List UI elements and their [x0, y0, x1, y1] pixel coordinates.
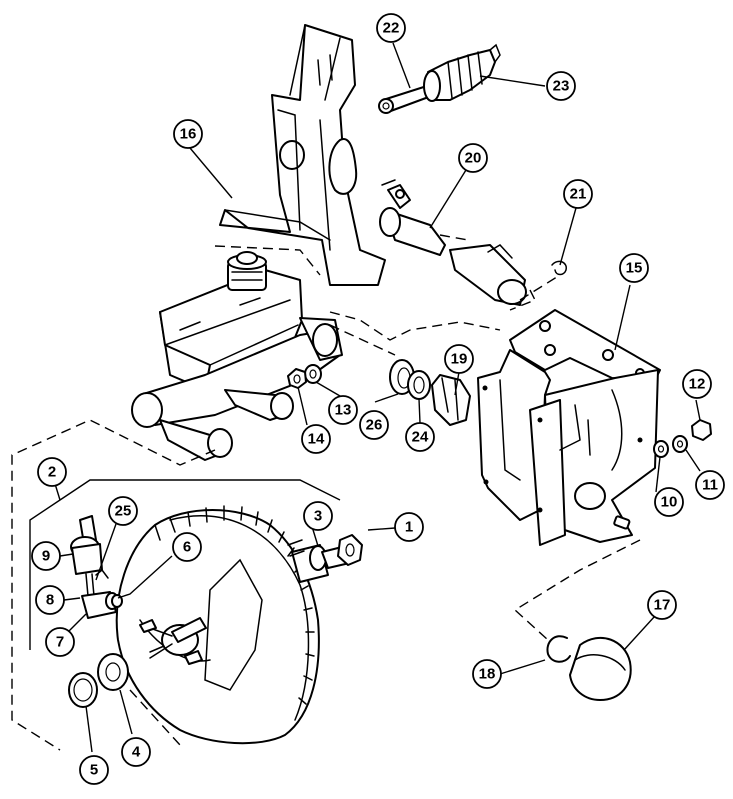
- svg-text:11: 11: [702, 477, 718, 494]
- callout-14: 14: [301, 424, 331, 454]
- callout-11: 11: [695, 470, 725, 500]
- cap-17: [569, 636, 632, 701]
- callout-15: 15: [619, 253, 649, 283]
- callout-2-bracket: [29, 479, 341, 650]
- svg-text:4: 4: [132, 744, 141, 761]
- adaptor-19: [431, 374, 471, 426]
- clip: [551, 260, 567, 276]
- svg-text:25: 25: [115, 503, 132, 520]
- callout-5: 5: [79, 755, 109, 785]
- callout-12: 12: [682, 369, 712, 399]
- pivot-sleeve: [379, 179, 527, 306]
- callout-21: 21: [563, 179, 593, 209]
- callout-10: 10: [654, 487, 684, 517]
- svg-text:14: 14: [308, 431, 325, 448]
- callout-1: 1: [394, 512, 424, 542]
- svg-text:6: 6: [183, 539, 191, 556]
- brake-servo: [115, 505, 355, 745]
- callout-16: 16: [173, 119, 203, 149]
- seal-5: [68, 672, 98, 708]
- rubber-boot: [423, 43, 501, 102]
- nut-12: [691, 419, 712, 441]
- washer-13: [304, 364, 322, 384]
- svg-text:26: 26: [366, 417, 383, 434]
- svg-text:16: 16: [180, 126, 197, 143]
- washer-10: [653, 440, 669, 458]
- callout-17: 17: [647, 590, 677, 620]
- nut-14: [287, 368, 307, 389]
- svg-text:12: 12: [689, 376, 706, 393]
- washer-4: [97, 653, 129, 691]
- svg-text:9: 9: [42, 548, 50, 565]
- callout-9: 9: [31, 541, 61, 571]
- svg-text:20: 20: [465, 150, 482, 167]
- svg-text:21: 21: [570, 186, 587, 203]
- washer-11: [672, 435, 688, 453]
- pushrod-clevis: [378, 84, 435, 114]
- callout-13: 13: [328, 395, 358, 425]
- callout-4: 4: [121, 737, 151, 767]
- svg-text:15: 15: [626, 260, 643, 277]
- nut-1: [337, 534, 363, 566]
- callout-7: 7: [45, 627, 75, 657]
- callout-24: 24: [405, 422, 435, 452]
- callout-23: 23: [546, 71, 576, 101]
- callout-20: 20: [458, 143, 488, 173]
- svg-text:7: 7: [56, 634, 64, 651]
- callout-26: 26: [359, 410, 389, 440]
- callout-3: 3: [303, 501, 333, 531]
- washer-24: [407, 370, 431, 400]
- circlip-18: [546, 635, 571, 663]
- svg-text:2: 2: [48, 464, 56, 481]
- callout-18: 18: [472, 659, 502, 689]
- callout-25: 25: [108, 496, 138, 526]
- svg-text:23: 23: [553, 78, 570, 95]
- callout-19: 19: [444, 344, 474, 374]
- svg-text:13: 13: [335, 402, 352, 419]
- svg-text:8: 8: [46, 592, 54, 609]
- svg-text:3: 3: [314, 508, 322, 525]
- leader-lines: [51, 42, 701, 753]
- pedal-bracket: [219, 24, 386, 286]
- svg-text:17: 17: [654, 597, 671, 614]
- svg-text:5: 5: [90, 762, 98, 779]
- svg-text:1: 1: [405, 519, 413, 536]
- callout-2: 2: [37, 457, 67, 487]
- callout-8: 8: [35, 585, 65, 615]
- svg-text:18: 18: [479, 666, 496, 683]
- alignment-lines: [11, 234, 641, 751]
- svg-text:19: 19: [451, 351, 468, 368]
- callout-6: 6: [172, 532, 202, 562]
- callout-22: 22: [376, 13, 406, 43]
- svg-text:10: 10: [661, 494, 678, 511]
- svg-text:22: 22: [383, 20, 400, 37]
- callouts: 1 2 3 4 5 6 7 8 9 10 11 12 13 14 15 16 1…: [31, 13, 725, 785]
- vacuum-non-return-valve: [70, 515, 119, 619]
- svg-text:24: 24: [412, 429, 429, 446]
- master-cylinder: [131, 251, 343, 461]
- servo-bracket: [477, 309, 661, 546]
